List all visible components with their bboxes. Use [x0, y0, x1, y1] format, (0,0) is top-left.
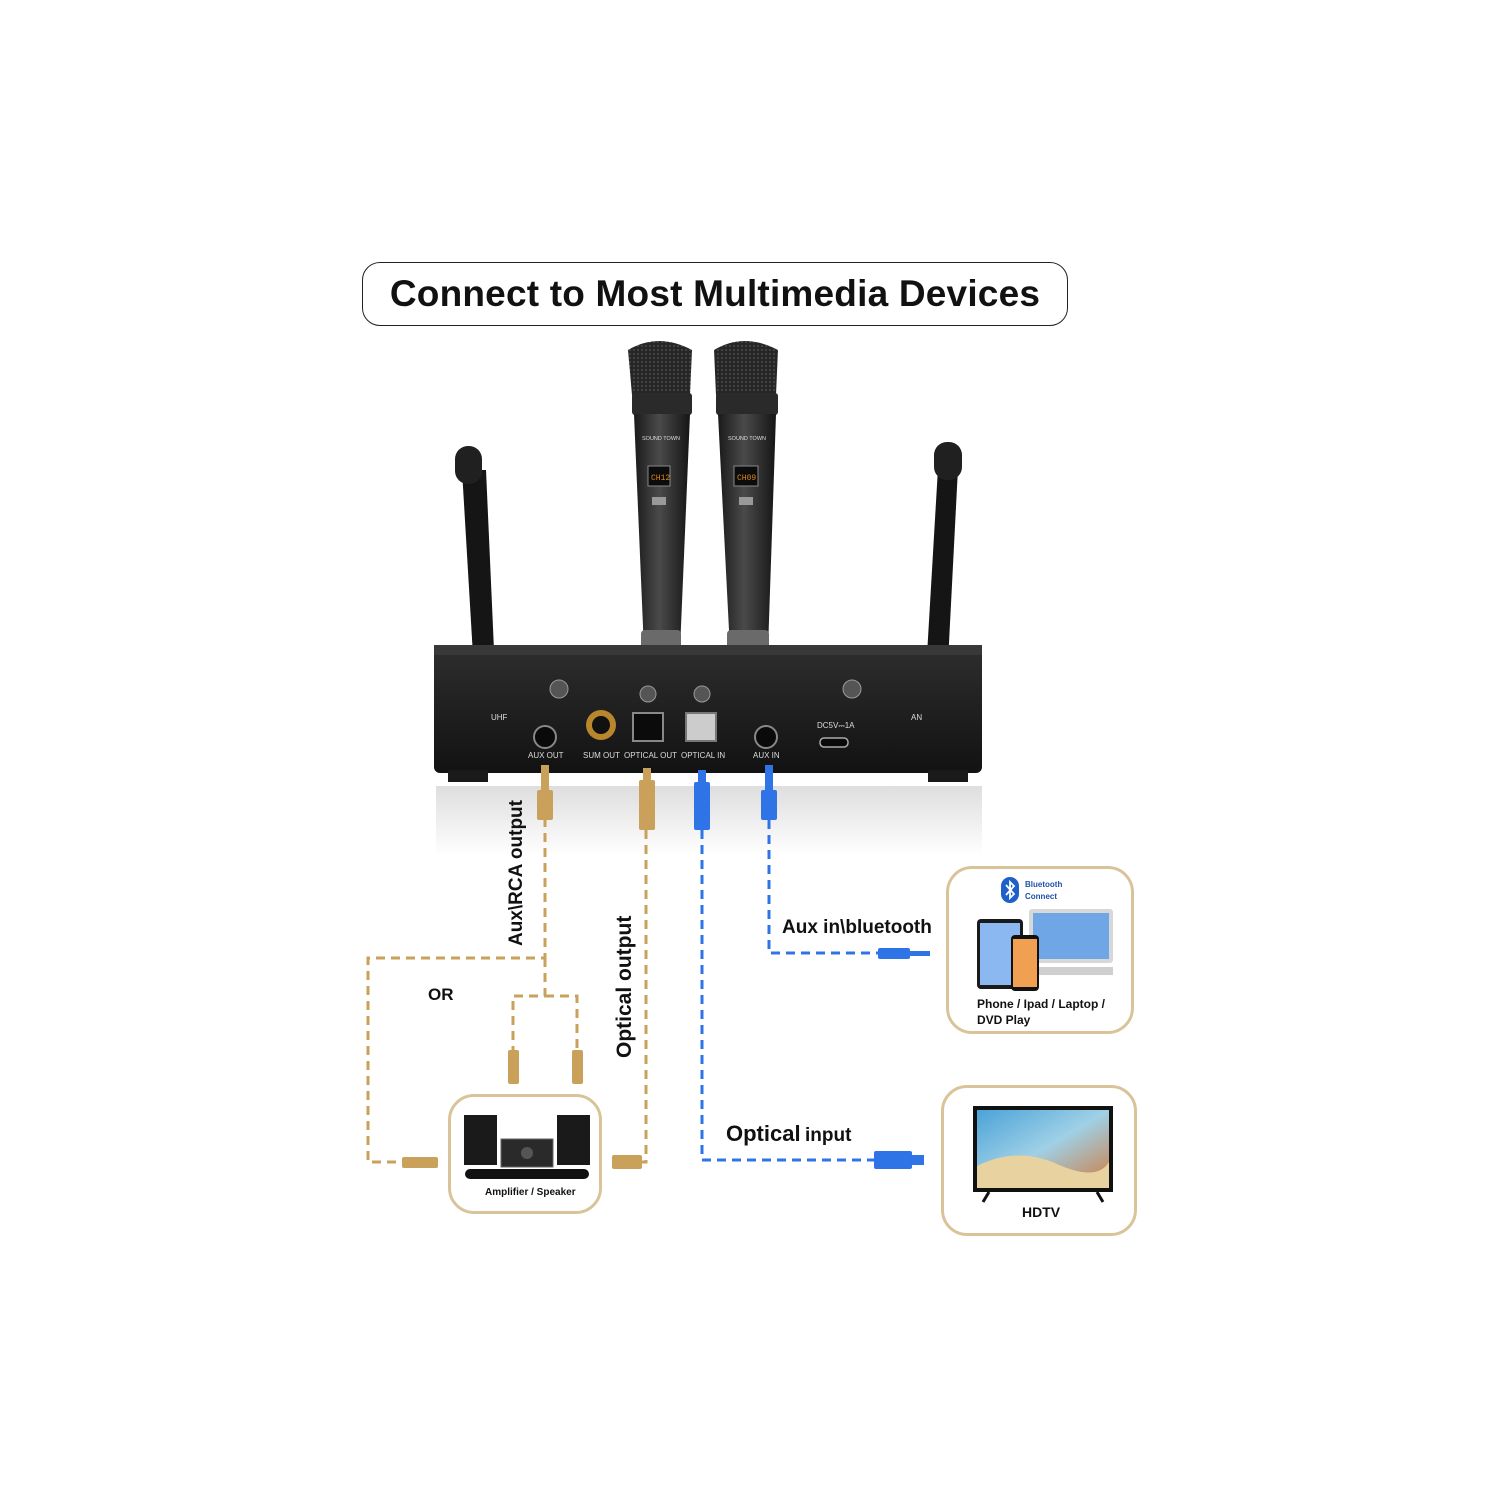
blue-plugs	[694, 765, 930, 1169]
mic-brand-right: SOUND TOWN	[728, 436, 766, 442]
power-label: DC5V⎓1A	[817, 721, 855, 730]
optical-output-label: Optical output	[613, 915, 636, 1058]
antenna-label-right: AN	[911, 713, 923, 722]
hdtv-caption: HDTV	[1022, 1204, 1061, 1220]
title-box: Connect to Most Multimedia Devices	[362, 262, 1068, 326]
antenna-label-left: UHF	[491, 713, 508, 722]
phone-caption-line2: DVD Play	[977, 1013, 1031, 1027]
or-label: OR	[428, 985, 454, 1004]
amplifier-caption: Amplifier / Speaker	[485, 1187, 576, 1198]
optical-input-label-rest: input	[805, 1125, 852, 1146]
devices-icon	[977, 909, 1113, 991]
phone-caption-line1: Phone / Ipad / Laptop /	[977, 997, 1105, 1011]
blue-cables	[700, 820, 880, 1162]
tv-icon	[973, 1106, 1113, 1203]
aux-in-bluetooth-label: Aux in\bluetooth	[782, 917, 932, 938]
port-label-optical-out: OPTICAL OUT	[624, 751, 678, 760]
hdtv-card: HDTV	[941, 1085, 1137, 1236]
mic-display-right: CH09	[737, 474, 756, 483]
mic-brand-left: SOUND TOWN	[642, 436, 680, 442]
optical-input-label: Optical input	[726, 1121, 851, 1147]
port-label-sum-out: SUM OUT	[583, 751, 620, 760]
aux-rca-output-label: Aux\RCA output	[506, 800, 527, 946]
phone-laptop-card: Bluetooth Connect Phone / Ipad / Laptop …	[946, 866, 1134, 1034]
page-title: Connect to Most Multimedia Devices	[389, 273, 1041, 314]
amplifier-speaker-icon	[464, 1115, 590, 1179]
port-label-optical-in: OPTICAL IN	[681, 751, 726, 760]
microphone-left	[628, 341, 692, 654]
port-label-aux-out: AUX OUT	[528, 751, 564, 760]
microphone-right	[714, 341, 778, 654]
bluetooth-line1: Bluetooth	[1025, 880, 1063, 889]
port-label-aux-in: AUX IN	[753, 751, 780, 760]
receiver-body	[434, 645, 982, 782]
mic-display-left: CH12	[651, 474, 670, 483]
optical-input-label-bold: Optical	[726, 1121, 801, 1146]
gold-plugs	[402, 765, 655, 1169]
amplifier-card: Amplifier / Speaker	[448, 1094, 602, 1214]
bluetooth-line2: Connect	[1025, 892, 1057, 901]
bluetooth-icon	[1001, 877, 1019, 903]
